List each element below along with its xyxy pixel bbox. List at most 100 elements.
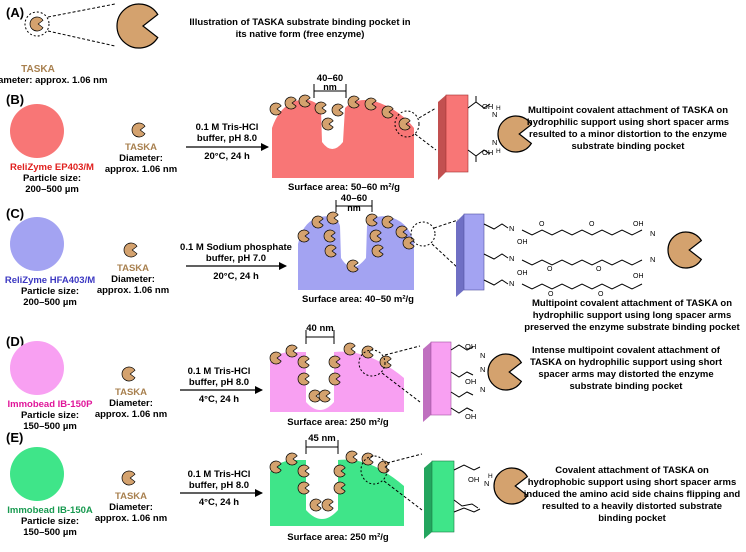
- immobilized-enzyme-icon: [321, 498, 334, 512]
- enzyme-shape: [381, 215, 394, 229]
- description-4: substrate binding pocket: [570, 381, 684, 392]
- particle-size: 150–500 µm: [23, 421, 77, 432]
- support-slab-side: [424, 461, 432, 539]
- description-2: hydrophilic support using short spacer a…: [527, 117, 729, 128]
- diameter-value: approx. 1.06 nm: [95, 409, 167, 420]
- amine-2: N: [509, 254, 514, 263]
- description-1: Multipoint covalent attachment of TASKA …: [528, 105, 728, 116]
- enzyme-shape: [121, 470, 136, 486]
- amine-1: N: [492, 110, 497, 119]
- pore-unit: nm: [347, 203, 361, 213]
- enzyme-shape: [297, 372, 310, 386]
- enzyme-shape: [398, 117, 411, 131]
- support-slab: [463, 213, 485, 291]
- diameter-value: approx. 1.06 nm: [95, 513, 167, 524]
- enzyme-shape: [346, 259, 359, 273]
- enzyme-shape: [381, 105, 394, 119]
- immobilized-enzyme-icon: [324, 244, 337, 258]
- hydroxyl-2: OH: [465, 377, 476, 386]
- immobilized-enzyme-icon: [402, 236, 415, 250]
- enzyme-shape: [333, 464, 346, 478]
- description-3: resulted to a minor distortion to the en…: [529, 129, 727, 140]
- immobilized-enzyme-icon: [328, 372, 341, 386]
- description-3: spacer arms may distorted the enzyme: [538, 369, 713, 380]
- ether-6: O: [598, 291, 604, 298]
- immobilized-enzyme-icon: [297, 464, 310, 478]
- enzyme-shape: [318, 389, 331, 403]
- enzyme-shape: [323, 229, 336, 243]
- enzyme-shape: [121, 366, 136, 382]
- pore-size: 45 nm: [308, 433, 335, 444]
- immobilized-enzyme-icon: [297, 229, 310, 243]
- amine-1: N: [509, 224, 514, 233]
- diameter-label: Diameter:: [119, 153, 163, 164]
- panel-a-caption-1: Illustration of TASKA substrate binding …: [189, 17, 410, 28]
- enzyme-shape: [297, 464, 310, 478]
- support-bead-ib150a: [10, 447, 64, 501]
- immobilized-enzyme-icon: [347, 95, 360, 109]
- panel-a-tag: (A): [6, 5, 24, 20]
- ether-3: O: [547, 266, 553, 273]
- condition-buffer-2: buffer, pH 8.0: [197, 133, 257, 144]
- enzyme-name: TASKA: [21, 64, 55, 75]
- support-slab: [445, 94, 469, 173]
- immobilized-enzyme-icon: [297, 355, 310, 369]
- support-bead-ep403: [10, 104, 64, 158]
- enzyme-shape: [333, 481, 346, 495]
- ether-1: O: [539, 221, 545, 228]
- surface-area: Surface area: 250 m²/g: [287, 417, 389, 428]
- condition-buffer-1: 0.1 M Sodium phosphate: [180, 242, 292, 253]
- enzyme-shape: [298, 94, 311, 108]
- amine-2: N: [480, 365, 485, 374]
- long-spacer-arm-3: [521, 283, 643, 290]
- zoom-line-bottom: [414, 133, 437, 151]
- hydroxyl-1: OH: [465, 342, 476, 351]
- immobilized-enzyme-icon: [326, 211, 339, 225]
- immobilized-enzyme-icon: [285, 344, 298, 358]
- ether-5: O: [548, 291, 554, 298]
- enzyme-diameter: Diameter: approx. 1.06 nm: [0, 75, 107, 86]
- enzyme-shape: [361, 345, 374, 359]
- zoom-circle: [358, 349, 386, 377]
- zoom-line-top: [47, 3, 116, 18]
- amine-h-2: H: [496, 148, 501, 155]
- panel-c: (C) ReliZyme HFA403/M Particle size: 200…: [5, 193, 741, 333]
- condition-buffer-1: 0.1 M Tris-HCl: [196, 122, 259, 133]
- immobilized-enzyme-icon: [369, 229, 382, 243]
- immobilized-enzyme-icon: [328, 355, 341, 369]
- zoom-line-top: [418, 107, 437, 119]
- enzyme-shape: [343, 342, 356, 356]
- ether-4: O: [596, 266, 602, 273]
- support-slab-side: [456, 214, 464, 297]
- particle-label: Particle size:: [23, 173, 81, 184]
- surface-area: Surface area: 50–60 m²/g: [288, 182, 400, 193]
- amine-1: N: [484, 479, 489, 488]
- support-slab-side: [423, 342, 431, 422]
- zoom-line-top: [433, 219, 459, 229]
- spacer-arm-bonds: [467, 96, 491, 162]
- spacer-arm-bonds: [450, 344, 474, 414]
- enzyme-shape: [314, 101, 327, 115]
- enzyme-shape: [328, 372, 341, 386]
- enzyme-shape: [365, 213, 378, 227]
- support-slab: [430, 341, 452, 416]
- enzyme-shape: [395, 225, 408, 239]
- hydroxyl-2: OH: [482, 148, 493, 157]
- enzyme-shape: [297, 229, 310, 243]
- hydroxyl-1: OH: [517, 239, 528, 246]
- amine-1: N: [480, 351, 485, 360]
- description-1: Covalent attachment of TASKA on: [555, 465, 709, 476]
- enzyme-shape: [285, 344, 298, 358]
- hydroxyl-4: OH: [633, 273, 644, 280]
- enzyme-shape: [347, 95, 360, 109]
- hydroxyl-3: OH: [633, 221, 644, 228]
- enzyme-shape: [285, 452, 298, 466]
- enzyme-shape: [297, 355, 310, 369]
- support-slab-side: [438, 95, 446, 180]
- enzyme-name: TASKA: [125, 142, 157, 153]
- enzyme-shape: [321, 498, 334, 512]
- support-name: ReliZyme HFA403/M: [5, 275, 95, 286]
- support-name: Immobead IB-150A: [7, 505, 93, 516]
- pore-size: 40 nm: [306, 323, 333, 334]
- amine-5: N: [650, 255, 655, 264]
